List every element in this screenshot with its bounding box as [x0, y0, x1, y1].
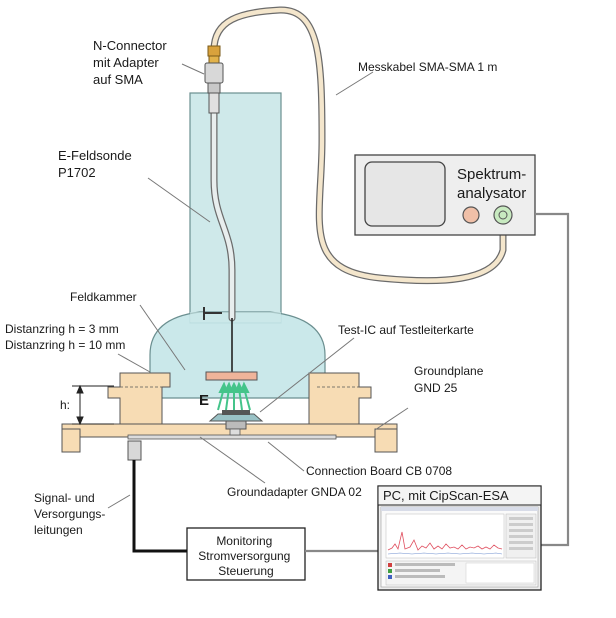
groundplane-foot-right [374, 428, 398, 453]
analyzer-pc-cable [535, 212, 570, 547]
signal-lines [132, 460, 187, 553]
pc-window [377, 485, 542, 591]
leader-signal [107, 494, 131, 509]
leader-messkabel [335, 71, 374, 96]
probe-plate [205, 371, 258, 381]
label-signal: Signal- und Versorgungs- leitungen [34, 491, 109, 537]
e-field-arrows [217, 381, 251, 411]
spectrum-analyzer [354, 154, 536, 236]
dimension-h [72, 384, 114, 426]
leader-groundadapter [199, 436, 266, 484]
leader-groundplane [374, 407, 409, 431]
label-connection-board: Connection Board CB 0708 [306, 464, 452, 478]
label-test-ic: Test-IC auf Testleiterkarte [338, 323, 474, 337]
label-groundadapter: Groundadapter GNDA 02 [227, 485, 362, 499]
measurement-cable-core [211, 7, 506, 283]
leader-e-feldsonde [147, 177, 211, 223]
leader-feldkammer [139, 304, 186, 371]
connection-board-connector [127, 440, 142, 461]
distance-ring-right [308, 372, 372, 426]
label-e-feldsonde: E-Feldsonde P1702 [58, 148, 135, 180]
label-feldkammer: Feldkammer [70, 290, 137, 304]
label-messkabel: Messkabel SMA-SMA 1 m [358, 60, 497, 74]
n-connector-adapter [204, 45, 224, 114]
field-chamber [149, 311, 326, 399]
analyzer-knob [462, 206, 480, 224]
pc-spectrum-trace [387, 531, 503, 551]
leader-test-ic [259, 337, 355, 413]
label-pc: PC, mit CipScan-ESA [383, 488, 509, 503]
label-monitoring: Monitoring Stromversorgung Steuerung [198, 534, 293, 578]
label-distanzring: Distanzring h = 3 mm Distanzring h = 10 … [5, 322, 125, 352]
leader-n-connector [181, 63, 205, 75]
leader-connection-board [267, 441, 305, 472]
analyzer-screen [364, 161, 446, 227]
distance-ring-left [107, 372, 171, 426]
leader-distanzring [117, 353, 151, 373]
label-h: h: [60, 398, 70, 412]
label-spektrum: Spektrum- analysator [457, 166, 530, 202]
label-e-field: E [199, 392, 209, 409]
label-groundplane: Groundplane GND 25 [414, 364, 487, 395]
probe-internal-cable-core [211, 107, 235, 321]
test-ic [208, 410, 264, 436]
label-n-connector: N-Connector mit Adapter auf SMA [93, 38, 170, 87]
connection-board [127, 434, 337, 440]
monitoring-box [186, 527, 306, 581]
groundplane-foot-left [61, 428, 81, 453]
